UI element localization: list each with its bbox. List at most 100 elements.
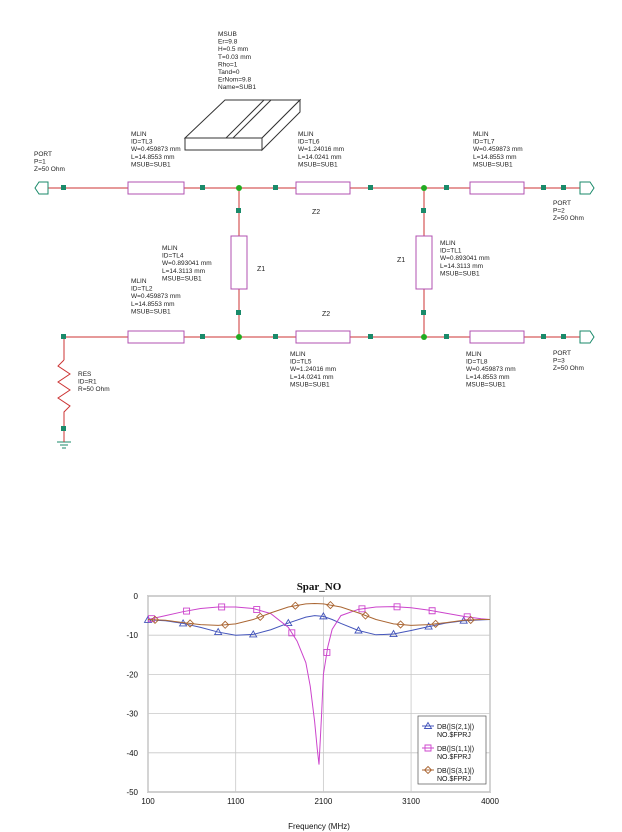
label-line: Tand=0 [218,69,240,76]
tl5-box[interactable] [295,330,351,344]
port-2-symbol[interactable] [579,181,595,195]
label-line: PORT [34,151,52,158]
label-line: ErNom=9.8 [218,77,251,84]
pin-squares [61,185,566,431]
series-1 [143,611,491,638]
data-point-marker [183,607,191,615]
x-tick-label: 2100 [314,797,332,806]
label-line: L=14.8553 mm [131,301,175,308]
data-point-marker [248,630,258,638]
tl2-box[interactable] [127,330,185,344]
label-line: L=14.8553 mm [131,154,175,161]
data-point-marker [424,622,433,630]
label-line: L=14.3113 mm [440,263,483,270]
data-point-marker [326,600,335,610]
label-line: MLIN [473,131,489,138]
data-point-marker [253,606,261,614]
series-line [147,606,491,765]
y-tick-label: -10 [126,631,138,640]
port-1-symbol[interactable] [34,181,49,195]
data-point-marker [291,601,300,610]
data-point-marker [428,607,436,615]
label-line: Name=SUB1 [218,84,256,91]
label-line: ID=R1 [78,379,97,386]
label-line: Z=50 Ohm [553,365,584,372]
x-tick-label: 1100 [227,797,245,806]
legend-sub: NO.$FPRJ [437,732,471,739]
label-line: T=0.03 mm [218,54,251,61]
label-line: MLIN [131,131,147,138]
label-line: MSUB [218,31,237,38]
label-line: W=0.893041 mm [162,260,212,267]
data-point-marker [393,603,401,611]
label-line: Rho=1 [218,61,238,68]
y-tick-label: -30 [126,710,138,719]
data-point-marker [358,605,366,613]
series-2 [147,603,491,765]
label-line: PORT [553,200,571,207]
label-line: Z=50 Ohm [553,215,584,222]
tl1-box[interactable] [415,235,433,290]
data-point-marker [221,620,230,629]
label-line: W=0.459873 mm [466,366,516,373]
label-line: W=0.893041 mm [440,255,490,262]
data-point-marker [288,629,296,637]
data-point-marker [396,620,405,629]
label-line: MLIN [290,351,306,358]
label-line: L=14.3113 mm [162,268,205,275]
data-point-marker [389,629,398,637]
label-line: W=1.24016 mm [290,366,336,373]
wires [48,187,580,435]
data-point-marker [319,611,328,620]
legend-name: DB(|S(1,1)|) [437,746,474,753]
x-axis-label: Frequency (MHz) [288,822,350,831]
label-line: P=1 [34,159,46,166]
label-line: ID=TL7 [473,139,495,146]
connection-nodes [236,185,427,340]
label-line: ID=TL5 [290,359,312,366]
label-line: MLIN [298,131,314,138]
chart-title: Spar_NO [297,581,342,593]
tl4-box[interactable] [230,235,248,290]
y-tick-label: -50 [126,788,138,797]
y-tick-label: -40 [126,749,138,758]
label-line: MLIN [466,351,482,358]
data-point-marker [354,626,363,634]
data-point-marker [213,627,223,636]
tl7-box[interactable] [469,181,525,195]
label-line: Er=9.8 [218,39,238,46]
tl3-box[interactable] [127,181,185,195]
label-line: L=14.8553 mm [473,154,517,161]
plot-legend: DB(|S(2,1)|)NO.$FPRJDB(|S(1,1)|)NO.$FPRJ… [417,715,487,785]
port-3-symbol[interactable] [579,330,595,344]
data-point-marker [361,611,370,620]
legend-marker [423,721,433,729]
substrate-block [183,98,302,152]
legend-marker [424,744,432,752]
tl6-box[interactable] [295,181,351,195]
label-line: ID=TL8 [466,359,488,366]
ground-symbol [57,435,71,449]
label-line: W=1.24016 mm [298,146,344,153]
legend-name: DB(|S(2,1)|) [437,724,474,731]
data-point-marker [323,648,331,656]
x-tick-label: 3100 [402,797,420,806]
y-tick-label: 0 [134,592,139,601]
z2-top-label: Z2 [312,209,320,216]
label-line: Z=50 Ohm [34,166,65,173]
label-line: L=14.8553 mm [466,374,510,381]
label-line: MSUB=SUB1 [162,275,202,282]
tl8-box[interactable] [469,330,525,344]
label-line: L=14.0241 mm [290,374,334,381]
label-line: MSUB=SUB1 [473,161,513,168]
data-point-marker [256,612,265,621]
